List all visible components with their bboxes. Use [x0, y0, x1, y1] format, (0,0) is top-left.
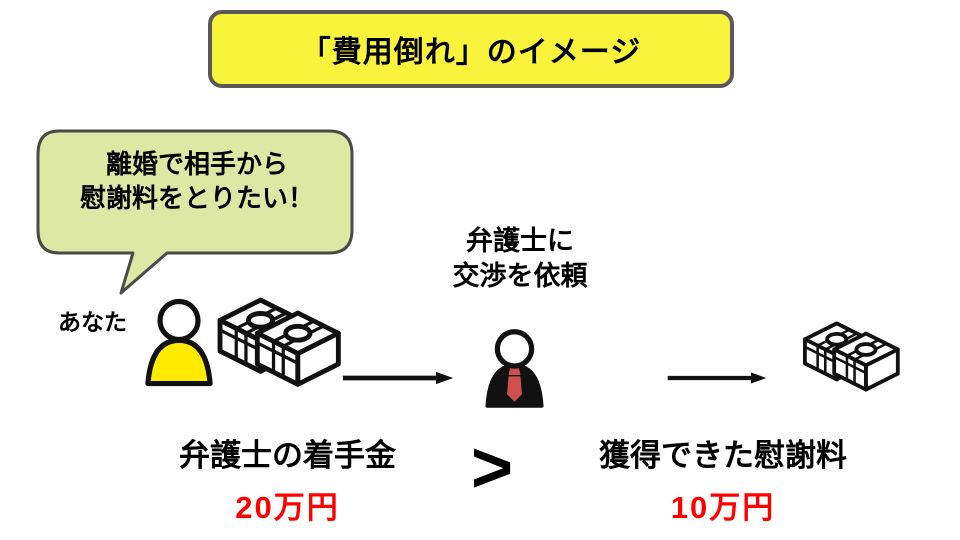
speech-bubble-text: 離婚で相手から 慰謝料をとりたい！: [79, 149, 314, 214]
title-banner: 「費用倒れ」のイメージ: [208, 10, 734, 88]
recovered-amount-label: 獲得できた慰謝料: [599, 438, 847, 473]
speech-bubble: [36, 129, 354, 295]
lawyer-caption: 弁護士に 交渉を依頼: [452, 226, 588, 292]
arrow-right-icon: [666, 369, 768, 387]
page-title: 「費用倒れ」のイメージ: [300, 36, 642, 69]
recovered-amount-value: 10万円: [670, 490, 776, 525]
arrow-right-icon: [341, 369, 455, 387]
lawyer-icon: [485, 329, 544, 408]
retainer-fee-block: 弁護士の着手金 20万円: [160, 430, 415, 527]
person-icon: [145, 298, 213, 387]
recovered-amount-block: 獲得できた慰謝料 10万円: [588, 430, 858, 527]
money-stacks-icon: [215, 283, 345, 390]
greater-than-sign: >: [470, 428, 514, 508]
money-stacks-icon: [801, 310, 903, 394]
retainer-fee-amount: 20万円: [235, 490, 340, 525]
you-label: あなた: [58, 309, 127, 335]
retainer-fee-label: 弁護士の着手金: [179, 438, 396, 473]
